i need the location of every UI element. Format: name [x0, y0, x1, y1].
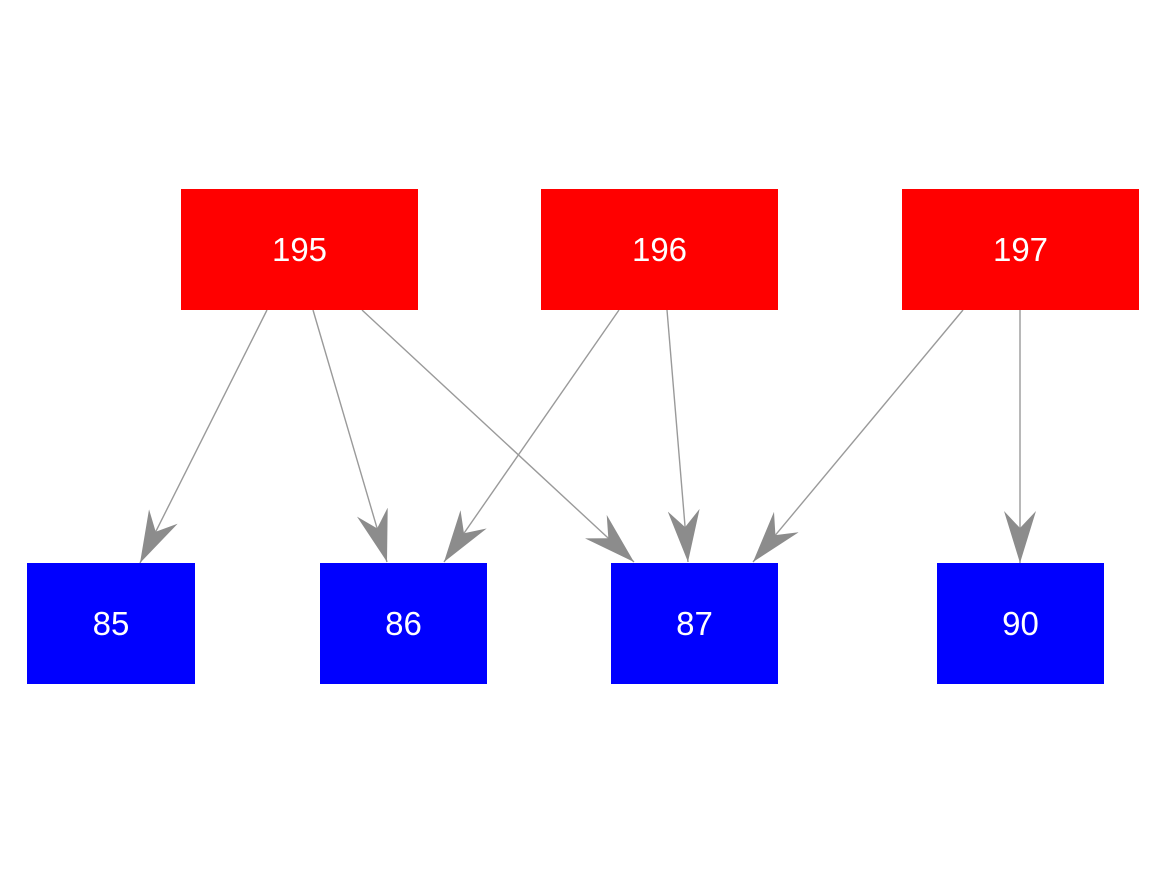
node-label: 195	[271, 231, 328, 268]
node-90: 90	[937, 563, 1104, 684]
node-label: 90	[1002, 605, 1039, 642]
node-85: 85	[27, 563, 195, 684]
edge-196-87	[666, 309, 700, 563]
node-label: 85	[92, 605, 130, 642]
node-197: 197	[902, 189, 1139, 310]
node-label: 197	[992, 231, 1049, 268]
edge-196-86	[443, 309, 620, 563]
edge-195-86	[312, 309, 388, 563]
node-label: 196	[631, 231, 688, 268]
node-195: 195	[181, 189, 418, 310]
node-87: 87	[611, 563, 778, 684]
node-label: 87	[676, 605, 713, 642]
node-196: 196	[541, 189, 778, 310]
edge-195-87	[361, 309, 635, 563]
node-86: 86	[320, 563, 487, 684]
edge-195-85	[139, 309, 268, 564]
edge-197-87	[752, 309, 964, 563]
node-label: 86	[385, 605, 422, 642]
